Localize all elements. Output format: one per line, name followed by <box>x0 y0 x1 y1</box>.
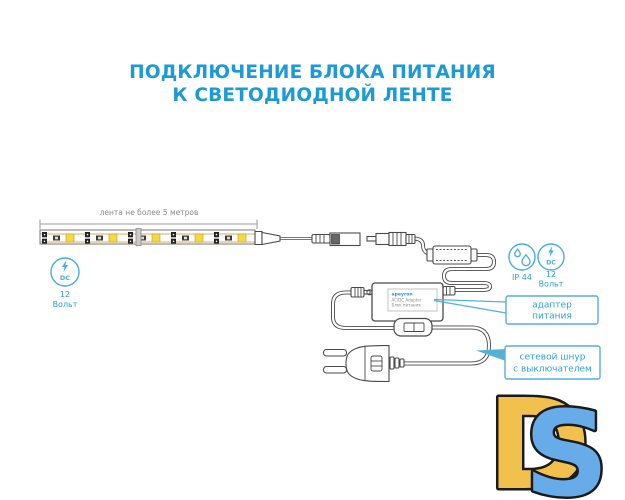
dc-label: DC <box>60 274 70 282</box>
lightning-icon <box>548 246 554 257</box>
ferrite-block <box>426 245 478 265</box>
badge-dc12-left-value: 12 <box>60 290 70 299</box>
callout-adapter-line2: питания <box>532 312 572 322</box>
adapter-brand: apeyron <box>392 292 413 298</box>
dc-jack-female <box>311 232 361 247</box>
ds-logo: D S <box>485 371 612 500</box>
led-strip <box>39 228 281 246</box>
badge-dc12-right-unit: Вольт <box>539 280 564 289</box>
strip-joint <box>135 228 142 246</box>
callout-adapter-line1: адаптер <box>532 301 572 311</box>
strip-dimension-label: лента не более 5 метров <box>100 208 199 217</box>
page-title-line2: К СВЕТОДИОДНОЙ ЛЕНТЕ <box>172 85 453 106</box>
ac-cord <box>331 290 492 366</box>
page-title: ПОДКЛЮЧЕНИЕ БЛОКА ПИТАНИЯ К СВЕТОДИОДНОЙ… <box>0 61 625 107</box>
badge-dc12-left-unit: Вольт <box>53 300 78 309</box>
inline-switch <box>393 317 433 337</box>
callout-power-cord-line1: сетевой шнур <box>520 353 586 363</box>
adapter-type-label: AC/DC Adapter <box>392 298 422 303</box>
callout-adapter: адаптер питания <box>433 295 599 325</box>
ds-logo-letter-d: D <box>487 373 591 500</box>
badge-dc12-right: DC 12 Вольт <box>537 243 565 289</box>
badge-dc12-right-value: 12 <box>546 270 556 279</box>
strip-end-connector <box>254 230 263 246</box>
ds-logo-letter-s: S <box>524 385 609 500</box>
water-drop-large-icon <box>522 255 530 266</box>
lightning-icon <box>62 260 68 272</box>
dc-plug-male <box>366 231 416 247</box>
page-title-line1: ПОДКЛЮЧЕНИЕ БЛОКА ПИТАНИЯ <box>129 62 496 83</box>
dc-output-connector <box>442 285 456 296</box>
adapter-name-label: Блок питания <box>392 303 422 308</box>
badge-dc12-left: DC 12 Вольт <box>50 257 80 309</box>
strip-dimension: лента не более 5 метров <box>39 208 258 229</box>
water-drop-small-icon <box>515 249 521 257</box>
power-plug <box>322 344 405 383</box>
badge-ip44: IP 44 <box>508 243 536 282</box>
callout-power-cord-line2: с выключателем <box>513 365 592 375</box>
callout-power-cord: сетевой шнур с выключателем <box>476 345 601 380</box>
dc-label: DC <box>546 260 556 267</box>
badge-ip44-label: IP 44 <box>512 273 532 282</box>
power-adapter: apeyron AC/DC Adapter Блок питания <box>350 282 456 322</box>
